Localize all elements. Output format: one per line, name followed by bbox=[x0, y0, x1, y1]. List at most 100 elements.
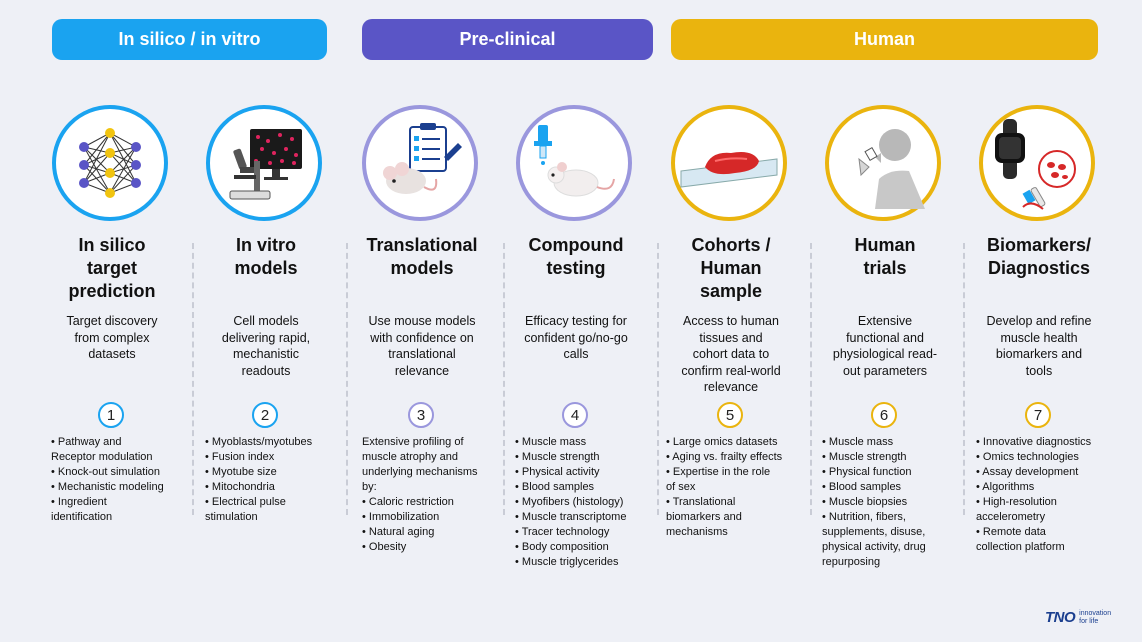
smartwatch-blood-icon bbox=[979, 105, 1095, 221]
list-item: Receptor modulation bbox=[51, 451, 153, 463]
column-divider bbox=[503, 243, 505, 515]
logo-tagline: innovation for life bbox=[1079, 609, 1112, 625]
column-divider bbox=[963, 243, 965, 515]
stage-description: Target discovery from complex datasets bbox=[66, 314, 158, 361]
column-divider bbox=[192, 243, 194, 515]
list-item: • Fusion index bbox=[205, 451, 275, 463]
stage-description: Efficacy testing for confident go/no-go … bbox=[524, 314, 628, 361]
list-item: • Aging vs. frailty effects bbox=[666, 451, 783, 463]
list-item: • Innovative diagnostics bbox=[976, 436, 1092, 448]
list-item: • Mitochondria bbox=[205, 481, 275, 493]
stage-title: Cohorts / Human sample bbox=[691, 235, 771, 301]
list-item: • Tracer technology bbox=[515, 526, 610, 538]
list-item: • Muscle mass bbox=[515, 436, 587, 448]
tno-logo: TNO innovation for life bbox=[1045, 609, 1111, 626]
column-divider bbox=[657, 243, 659, 515]
step-number-badge: 5 bbox=[717, 402, 743, 428]
tissue-slide-icon bbox=[671, 105, 787, 221]
list-item: • Remote data bbox=[976, 526, 1046, 538]
list-item: • Expertise in the role bbox=[666, 466, 771, 478]
stage-description: Cell models delivering rapid, mechanisti… bbox=[221, 314, 311, 378]
list-item: • Myofibers (histology) bbox=[515, 496, 624, 508]
stage-title: Human trials bbox=[854, 235, 916, 278]
mouse-dropper-icon bbox=[516, 105, 632, 221]
list-item: • Muscle triglycerides bbox=[515, 556, 619, 568]
mouse-clipboard-icon bbox=[362, 105, 478, 221]
stage-title: Compound testing bbox=[528, 235, 624, 278]
column-divider bbox=[810, 243, 812, 515]
person-drinking-icon bbox=[825, 105, 941, 221]
list-item: mechanisms bbox=[666, 526, 728, 538]
list-item: • Caloric restriction bbox=[362, 496, 454, 508]
microscope-icon bbox=[206, 105, 322, 221]
list-item: • Electrical pulse bbox=[205, 496, 286, 508]
list-item: • Blood samples bbox=[822, 481, 902, 493]
list-item: • Omics technologies bbox=[976, 451, 1079, 463]
list-item: biomarkers and bbox=[666, 511, 742, 523]
stage-description: Use mouse models with confidence on tran… bbox=[368, 314, 476, 378]
phase-header-human: Human bbox=[671, 19, 1098, 60]
list-item: • Assay development bbox=[976, 466, 1079, 478]
list-item: • Ingredient bbox=[51, 496, 107, 508]
list-item: collection platform bbox=[976, 541, 1065, 553]
stage-title: In vitro models bbox=[234, 235, 298, 278]
step-number-badge: 2 bbox=[252, 402, 278, 428]
list-item: of sex bbox=[666, 481, 696, 493]
list-item: • Physical function bbox=[822, 466, 912, 478]
list-item: supplements, disuse, bbox=[822, 526, 926, 538]
list-item: • Obesity bbox=[362, 541, 407, 553]
list-item: by: bbox=[362, 481, 377, 493]
list-item: • Body composition bbox=[515, 541, 609, 553]
list-item: identification bbox=[51, 511, 113, 523]
stage-description: Develop and refine muscle health biomark… bbox=[986, 314, 1092, 378]
neural-network-icon bbox=[52, 105, 168, 221]
list-item: muscle atrophy and bbox=[362, 451, 458, 463]
list-item: stimulation bbox=[205, 511, 258, 523]
step-number-badge: 1 bbox=[98, 402, 124, 428]
stage-bullet-list: • Pathway and Receptor modulation • Knoc… bbox=[51, 435, 209, 525]
list-item: • Natural aging bbox=[362, 526, 435, 538]
step-number-badge: 3 bbox=[408, 402, 434, 428]
list-item: underlying mechanisms bbox=[362, 466, 478, 478]
list-item: • Mechanistic modeling bbox=[51, 481, 164, 493]
list-item: • Muscle strength bbox=[822, 451, 907, 463]
list-item: accelerometry bbox=[976, 511, 1046, 523]
list-item: • Muscle mass bbox=[822, 436, 894, 448]
list-item: • Muscle biopsies bbox=[822, 496, 908, 508]
step-number-badge: 6 bbox=[871, 402, 897, 428]
phase-header-pre-clinical: Pre-clinical bbox=[362, 19, 653, 60]
list-item: • Translational bbox=[666, 496, 736, 508]
stage-bullet-list: • Muscle mass • Muscle strength • Physic… bbox=[515, 435, 673, 570]
list-item: • Nutrition, fibers, bbox=[822, 511, 906, 523]
stage-bullet-list: • Innovative diagnostics • Omics technol… bbox=[976, 435, 1134, 555]
list-item: physical activity, drug bbox=[822, 541, 926, 553]
stage-title: Biomarkers/ Diagnostics bbox=[986, 235, 1092, 278]
step-number-badge: 4 bbox=[562, 402, 588, 428]
stage-bullet-list: • Muscle mass • Muscle strength • Physic… bbox=[822, 435, 980, 570]
list-item: • Large omics datasets bbox=[666, 436, 778, 448]
phase-header-in-silico: In silico / in vitro bbox=[52, 19, 327, 60]
step-number-badge: 7 bbox=[1025, 402, 1051, 428]
list-item: repurposing bbox=[822, 556, 881, 568]
list-item: • Myotube size bbox=[205, 466, 277, 478]
stage-bullet-list: • Large omics datasets • Aging vs. frail… bbox=[666, 435, 824, 540]
stage-title: Translational models bbox=[366, 235, 478, 278]
list-item: Extensive profiling of bbox=[362, 436, 464, 448]
stage-bullet-list: Extensive profiling of muscle atrophy an… bbox=[362, 435, 520, 555]
column-divider bbox=[346, 243, 348, 515]
list-item: • Algorithms bbox=[976, 481, 1035, 493]
list-item: • Muscle strength bbox=[515, 451, 600, 463]
stage-description: Extensive functional and physiological r… bbox=[832, 314, 938, 378]
stage-title: In silico target prediction bbox=[68, 235, 156, 301]
list-item: • Myoblasts/myotubes bbox=[205, 436, 313, 448]
stage-bullet-list: • Myoblasts/myotubes • Fusion index • My… bbox=[205, 435, 363, 525]
stage-description: Access to human tissues and cohort data … bbox=[681, 314, 781, 394]
list-item: • High-resolution bbox=[976, 496, 1057, 508]
list-item: • Pathway and bbox=[51, 436, 122, 448]
list-item: • Muscle transcriptome bbox=[515, 511, 627, 523]
list-item: • Physical activity bbox=[515, 466, 600, 478]
logo-mark: TNO bbox=[1045, 609, 1076, 626]
list-item: • Blood samples bbox=[515, 481, 595, 493]
list-item: • Immobilization bbox=[362, 511, 440, 523]
list-item: • Knock-out simulation bbox=[51, 466, 161, 478]
